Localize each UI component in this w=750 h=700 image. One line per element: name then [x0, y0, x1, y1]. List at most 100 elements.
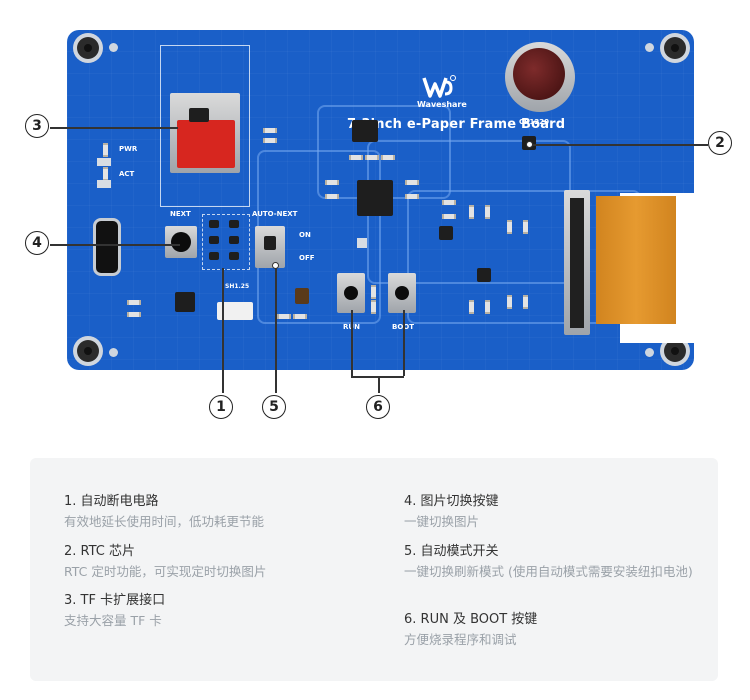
- mcu-chip: [357, 180, 393, 216]
- run-button[interactable]: [344, 286, 358, 300]
- callout-line: [351, 310, 353, 376]
- feature-title: 6. RUN 及 BOOT 按键: [404, 612, 538, 627]
- smd-component: [371, 285, 376, 299]
- feature-item-5: 5. 自动模式开关 一键切换刷新模式 (使用自动模式需要安装纽扣电池): [404, 543, 694, 581]
- feature-desc: 有效地延长使用时间，低功耗更节能: [64, 514, 265, 529]
- feature-item-6: 6. RUN 及 BOOT 按键 方便烧录程序和调试: [404, 611, 704, 649]
- callout-2: 2: [708, 131, 732, 155]
- smd-component: [325, 194, 339, 199]
- switch-on-label: ON: [299, 231, 311, 239]
- callout-line: [50, 127, 178, 129]
- feature-title: 5. 自动模式开关: [404, 544, 499, 559]
- transistor: [209, 220, 219, 228]
- smd-component: [523, 220, 528, 234]
- usb-c-port[interactable]: [93, 218, 121, 276]
- inductor: [295, 288, 309, 304]
- smd-component: [485, 300, 490, 314]
- via: [109, 348, 118, 357]
- feature-desc: 一键切换图片: [404, 514, 480, 529]
- feature-item-4: 4. 图片切换按键 一键切换图片: [404, 493, 704, 531]
- smd-component: [442, 214, 456, 219]
- coin-battery: [513, 48, 565, 100]
- crystal: [357, 238, 367, 248]
- smd-component: [263, 138, 277, 143]
- mounting-hole: [664, 37, 686, 59]
- callout-1: 1: [209, 395, 233, 419]
- feature-item-2: 2. RTC 芯片 RTC 定时功能，可实现定时切换图片: [64, 543, 364, 581]
- smd-component: [293, 314, 307, 319]
- callout-6: 6: [366, 395, 390, 419]
- resistor: [97, 180, 111, 188]
- tf-card: [177, 120, 235, 168]
- led-act: [103, 167, 108, 181]
- transistor: [229, 236, 239, 244]
- smd-component: [507, 220, 512, 234]
- mounting-hole: [77, 37, 99, 59]
- smd-component: [325, 180, 339, 185]
- sh125-connector[interactable]: [217, 302, 253, 320]
- next-button[interactable]: [171, 232, 191, 252]
- board-title: 7.3inch e-Paper Frame Board: [347, 117, 566, 132]
- callout-line: [351, 376, 404, 378]
- switch-off-label: OFF: [299, 254, 315, 262]
- callout-line: [222, 268, 224, 393]
- sh125-label: SH1.25: [225, 283, 250, 290]
- callout-dot: [526, 141, 533, 148]
- resistor: [97, 158, 111, 166]
- transistor: [229, 220, 239, 228]
- transistor: [209, 236, 219, 244]
- mounting-hole: [77, 340, 99, 362]
- transistor: [229, 252, 239, 260]
- flash-chip: [352, 120, 378, 142]
- smd-component: [507, 295, 512, 309]
- act-label: ACT: [119, 170, 135, 178]
- callout-line: [378, 376, 380, 393]
- callout-dot: [272, 262, 279, 269]
- next-label: NEXT: [170, 210, 191, 218]
- inductor: [477, 268, 491, 282]
- smd-component: [485, 205, 490, 219]
- smd-component: [371, 300, 376, 314]
- smd-component: [523, 295, 528, 309]
- pwr-label: PWR: [119, 145, 138, 153]
- waveshare-logo-icon: [422, 75, 456, 98]
- callout-3: 3: [25, 114, 49, 138]
- tf-slot-latch: [189, 108, 209, 122]
- feature-desc: 支持大容量 TF 卡: [64, 613, 162, 628]
- mounting-hole: [664, 340, 686, 362]
- boot-button[interactable]: [395, 286, 409, 300]
- callout-line: [403, 310, 405, 376]
- feature-desc: RTC 定时功能，可实现定时切换图片: [64, 564, 267, 579]
- transistor: [209, 252, 219, 260]
- feature-item-3: 3. TF 卡扩展接口 支持大容量 TF 卡: [64, 592, 364, 630]
- smd-component: [127, 312, 141, 317]
- tf-card-outline: [160, 45, 250, 207]
- feature-panel: 1. 自动断电电路 有效地延长使用时间，低功耗更节能 2. RTC 芯片 RTC…: [30, 458, 718, 681]
- fpc-latch: [570, 198, 584, 328]
- smd-component: [277, 314, 291, 319]
- smd-component: [442, 200, 456, 205]
- feature-title: 4. 图片切换按键: [404, 494, 499, 509]
- smd-component: [469, 300, 474, 314]
- callout-line: [50, 244, 180, 246]
- inductor: [439, 226, 453, 240]
- feature-title: 2. RTC 芯片: [64, 544, 136, 559]
- feature-desc: 方便烧录程序和调试: [404, 632, 517, 647]
- callout-5: 5: [262, 395, 286, 419]
- led-pwr: [103, 143, 108, 157]
- smd-component: [263, 128, 277, 133]
- smd-component: [365, 155, 379, 160]
- smd-component: [405, 194, 419, 199]
- smd-component: [469, 205, 474, 219]
- feature-item-1: 1. 自动断电电路 有效地延长使用时间，低功耗更节能: [64, 493, 364, 531]
- smd-component: [127, 300, 141, 305]
- callout-line: [530, 144, 708, 146]
- auto-next-switch[interactable]: [264, 236, 276, 250]
- auto-next-label: AUTO-NEXT: [252, 210, 298, 218]
- via: [645, 43, 654, 52]
- pcb-board: Waveshare 7.3inch e-Paper Frame Board PW…: [67, 30, 694, 370]
- smd-component: [381, 155, 395, 160]
- callout-line: [275, 265, 277, 393]
- battery-label: CR1220: [519, 118, 550, 126]
- pmic-chip: [175, 292, 195, 312]
